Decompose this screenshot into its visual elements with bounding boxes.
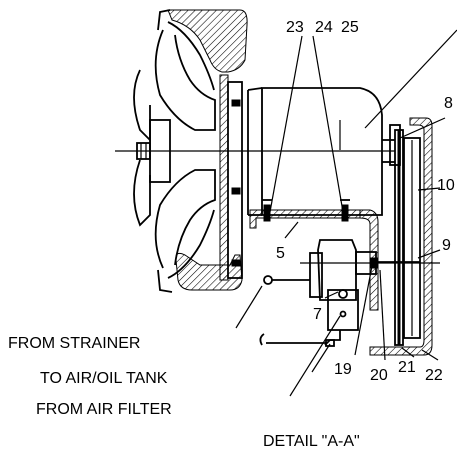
callout-23: 23 <box>286 19 304 36</box>
callout-10: 10 <box>437 177 455 194</box>
callout-5: 5 <box>276 245 285 262</box>
callout-labels: 23 24 25 8 10 9 5 7 19 20 21 22 <box>276 19 455 384</box>
fan-hub <box>136 74 243 281</box>
callout-19: 19 <box>334 361 352 378</box>
motor-body <box>247 87 395 216</box>
callout-22: 22 <box>425 367 443 384</box>
leader-lines <box>235 29 457 397</box>
piping <box>259 275 335 347</box>
callout-21: 21 <box>398 359 416 376</box>
pulley-assembly <box>369 117 433 356</box>
to-air-oil-tank-label: TO AIR/OIL TANK <box>40 370 168 387</box>
from-strainer-label: FROM STRAINER <box>8 335 140 352</box>
callout-7: 7 <box>313 306 322 323</box>
detail-title: DETAIL "A-A" <box>263 433 360 450</box>
callout-24: 24 <box>315 19 333 36</box>
callout-25: 25 <box>341 19 359 36</box>
callout-9: 9 <box>442 237 451 254</box>
captions: FROM STRAINER TO AIR/OIL TANK FROM AIR F… <box>8 335 360 450</box>
fan-guard <box>157 9 248 293</box>
callout-8: 8 <box>444 95 453 112</box>
from-air-filter-label: FROM AIR FILTER <box>36 401 172 418</box>
mounting-bracket <box>249 199 379 311</box>
callout-20: 20 <box>370 367 388 384</box>
unloader-valve <box>309 239 420 346</box>
fan-blades <box>133 21 216 279</box>
